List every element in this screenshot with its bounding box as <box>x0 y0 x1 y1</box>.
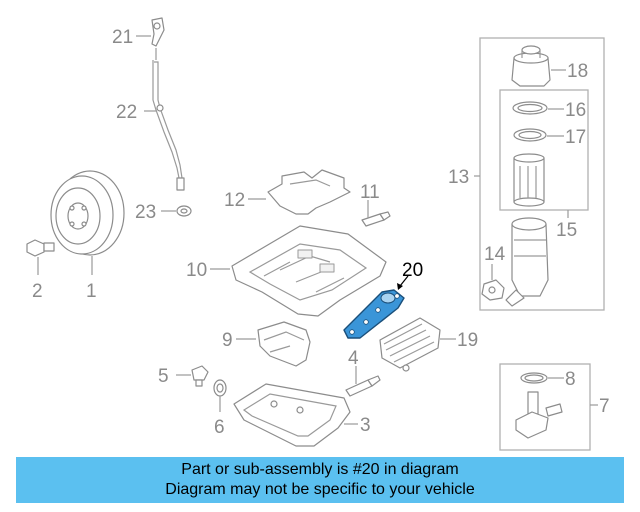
callout-2: 2 <box>32 281 43 302</box>
seal-part-14 <box>481 279 505 301</box>
callout-3: 3 <box>360 415 371 436</box>
dipstick-handle-part <box>151 17 165 47</box>
callout-14: 14 <box>484 244 506 265</box>
ladder-frame-part-10 <box>231 225 387 317</box>
callout-1: 1 <box>86 281 97 302</box>
callout-10: 10 <box>186 260 207 281</box>
callout-11: 11 <box>360 182 380 203</box>
drain-plug-part-5 <box>191 365 209 387</box>
parts-diagram: 21 22 23 1 2 12 <box>26 17 610 451</box>
callout-12: 12 <box>224 190 245 211</box>
drain-washer-part-6 <box>213 379 227 397</box>
diagram-notice-banner: Part or sub-assembly is #20 in diagram D… <box>16 457 624 503</box>
oil-cooler-part-19 <box>379 317 441 372</box>
callout-18: 18 <box>567 61 588 82</box>
baffle-part-9 <box>257 321 311 367</box>
callout-5: 5 <box>158 366 169 387</box>
banner-line-disclaimer: Diagram may not be specific to your vehi… <box>165 481 475 498</box>
o-ring-part-17 <box>513 128 547 142</box>
washer-part <box>176 205 192 217</box>
callout-6: 6 <box>214 417 225 438</box>
callout-13: 13 <box>448 167 469 188</box>
pulley-part <box>50 170 125 256</box>
callout-15: 15 <box>556 220 577 241</box>
callout-16: 16 <box>565 100 586 121</box>
callout-8: 8 <box>565 369 576 390</box>
filter-element-part <box>513 153 545 207</box>
callout-4: 4 <box>348 348 359 369</box>
oil-filter-assembly-box <box>479 37 605 311</box>
filter-housing-part <box>505 217 549 307</box>
filter-kit-inner-box <box>499 89 589 211</box>
callout-17: 17 <box>565 127 586 148</box>
callout-21: 21 <box>112 27 133 48</box>
gasket-part-20-highlighted <box>343 289 405 339</box>
callout-23: 23 <box>135 202 156 223</box>
sensor-assembly-box <box>499 363 591 451</box>
callout-7: 7 <box>599 396 610 417</box>
sealant-tube-part-4 <box>345 375 381 397</box>
sensor-ring-part-8 <box>520 372 548 384</box>
bolt-part <box>26 239 55 257</box>
filter-cap-part-18 <box>511 45 551 87</box>
callout-20: 20 <box>402 260 423 281</box>
o-ring-part-16 <box>512 101 548 115</box>
callout-22: 22 <box>116 102 137 123</box>
callout-19: 19 <box>457 330 478 351</box>
cover-part-12 <box>267 169 351 215</box>
sealant-tube-part-11 <box>361 211 391 227</box>
dipstick-tube-part <box>152 48 185 191</box>
banner-line-part-reference: Part or sub-assembly is #20 in diagram <box>181 461 459 478</box>
callout-9: 9 <box>222 330 233 351</box>
oil-pan-part-3 <box>233 383 351 447</box>
oil-level-sensor-part <box>515 391 563 439</box>
